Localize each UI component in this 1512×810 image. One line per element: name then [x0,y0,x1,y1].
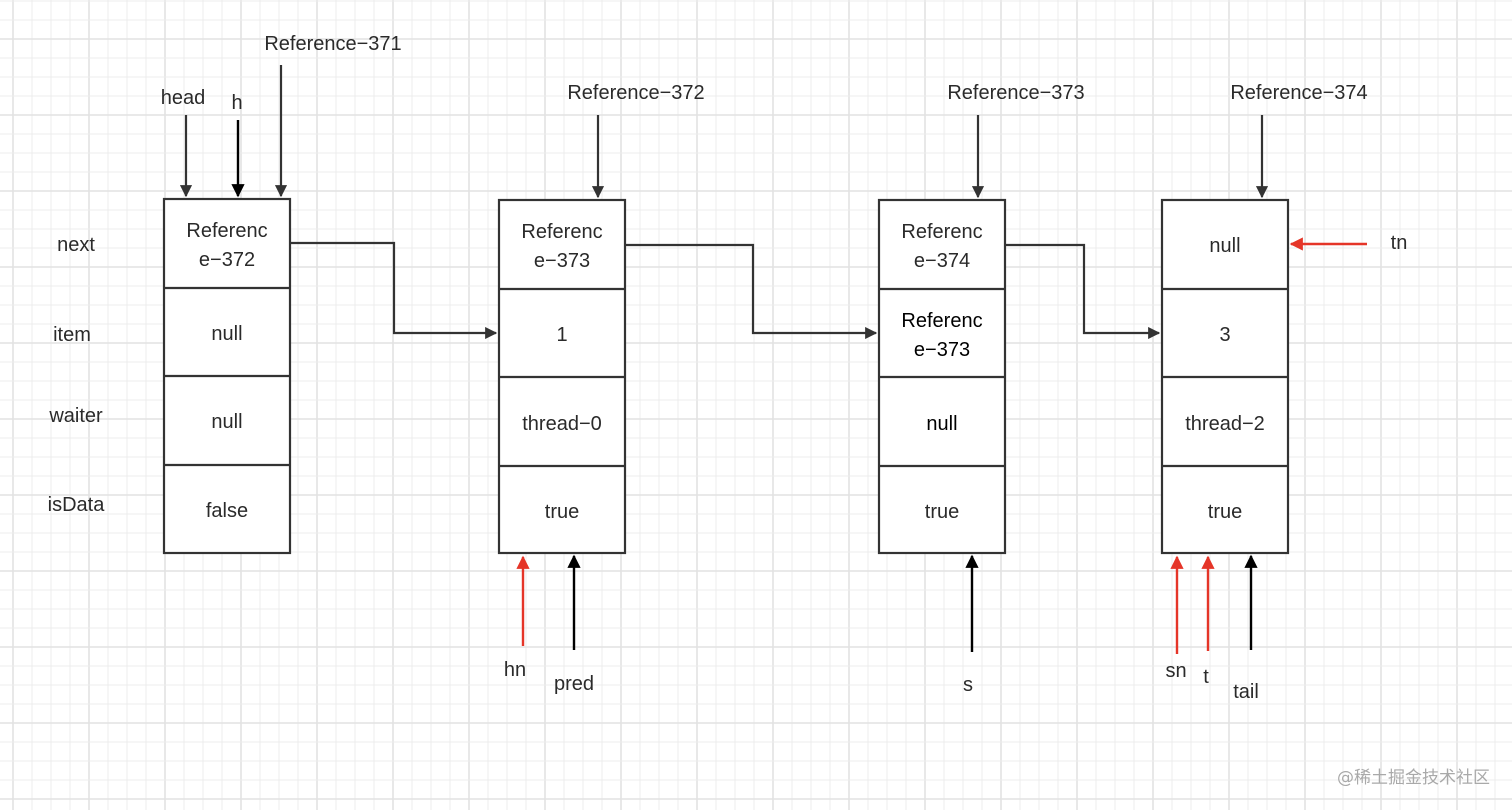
cell-isdata: true [925,501,959,523]
cell-item: null [211,323,242,345]
watermark: @稀土掘金技术社区 [1337,768,1490,788]
cell-next-line1: Referenc [901,221,982,243]
cell-isdata: false [206,500,248,522]
cell-waiter: null [926,413,957,435]
pointers: head h hn pred s tn sn t tail [161,87,1408,703]
cell-item: 3 [1219,324,1230,346]
pointer-label-t: t [1203,666,1209,688]
node-box: null 3 thread−2 true [1160,198,1290,555]
cell-waiter: thread−0 [522,413,602,435]
node-box: Referenc e−374 Referenc e−373 null true [877,198,1007,555]
node-box: Referenc e−373 1 thread−0 true [497,198,627,555]
cell-waiter: null [211,411,242,433]
reference-labels: Reference−371 Reference−372 Reference−37… [264,33,1368,199]
next-links [290,241,1161,340]
reference-label-372: Reference−372 [567,82,704,104]
cell-next-line2: e−374 [914,250,970,272]
cell-next-line2: e−373 [534,250,590,272]
pointer-label-tail: tail [1233,681,1259,703]
pointer-label-head: head [161,87,206,109]
pointer-label-s: s [963,674,973,696]
row-label-isdata: isData [48,494,106,516]
cell-waiter: thread−2 [1185,413,1265,435]
pointer-label-tn: tn [1391,232,1408,254]
cell-next: null [1209,235,1240,257]
row-label-next: next [57,234,95,256]
cell-isdata: true [1208,501,1242,523]
row-label-item: item [53,324,91,346]
node-box: Referenc e−372 null null false [162,197,292,555]
row-labels: next item waiter isData [48,234,106,516]
pointer-label-sn: sn [1165,660,1186,682]
pointer-label-hn: hn [504,659,526,681]
reference-label-374: Reference−374 [1230,82,1367,104]
cell-item-line1: Referenc [901,310,982,332]
cell-item-line2: e−373 [914,339,970,361]
cell-next-line2: e−372 [199,249,255,271]
pointer-label-h: h [231,92,242,114]
row-label-waiter: waiter [48,405,103,427]
next-link-3-to-4 [1005,243,1161,340]
next-link-1-to-2 [290,241,498,340]
pointer-label-pred: pred [554,673,594,695]
next-link-2-to-3 [625,243,878,340]
cell-item: 1 [556,324,567,346]
reference-label-371: Reference−371 [264,33,401,55]
cell-isdata: true [545,501,579,523]
cell-next-line1: Referenc [521,221,602,243]
cell-next-line1: Referenc [186,220,267,242]
reference-label-373: Reference−373 [947,82,1084,104]
